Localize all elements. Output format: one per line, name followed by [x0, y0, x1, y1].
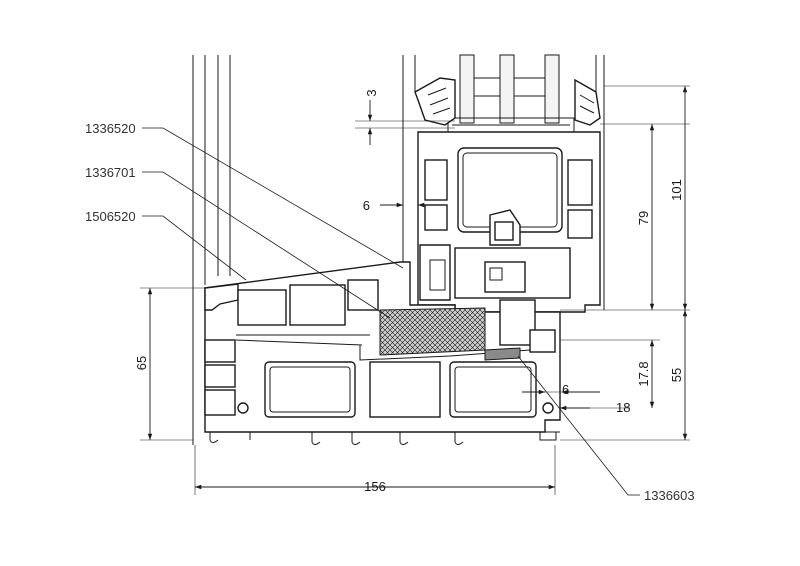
- part-leaders: [142, 127, 640, 496]
- dim-79: 79: [636, 211, 651, 225]
- glazing-unit: [447, 54, 575, 133]
- upper-frame-lines: [402, 55, 605, 310]
- left-frame-lines: [192, 55, 231, 445]
- dim-6-right: 6: [562, 382, 569, 397]
- dim-156: 156: [364, 479, 386, 494]
- part-label-1506520: 1506520: [85, 209, 136, 224]
- dim-18: 18: [616, 400, 630, 415]
- dimension-lines: [147, 86, 688, 490]
- frame-feet: [205, 431, 560, 445]
- glazing-beads: [414, 77, 601, 126]
- part-label-1336520: 1336520: [85, 121, 136, 136]
- part-label-1336603: 1336603: [644, 488, 695, 503]
- dim-6-left: 6: [363, 198, 370, 213]
- dim-55: 55: [669, 368, 684, 382]
- frame-profile: [204, 261, 561, 433]
- dim-101: 101: [669, 179, 684, 201]
- dim-3: 3: [364, 89, 379, 96]
- sash-profile: [417, 131, 601, 313]
- dim-17-8: 17.8: [636, 361, 651, 386]
- dim-65: 65: [134, 356, 149, 370]
- part-label-1336701: 1336701: [85, 165, 136, 180]
